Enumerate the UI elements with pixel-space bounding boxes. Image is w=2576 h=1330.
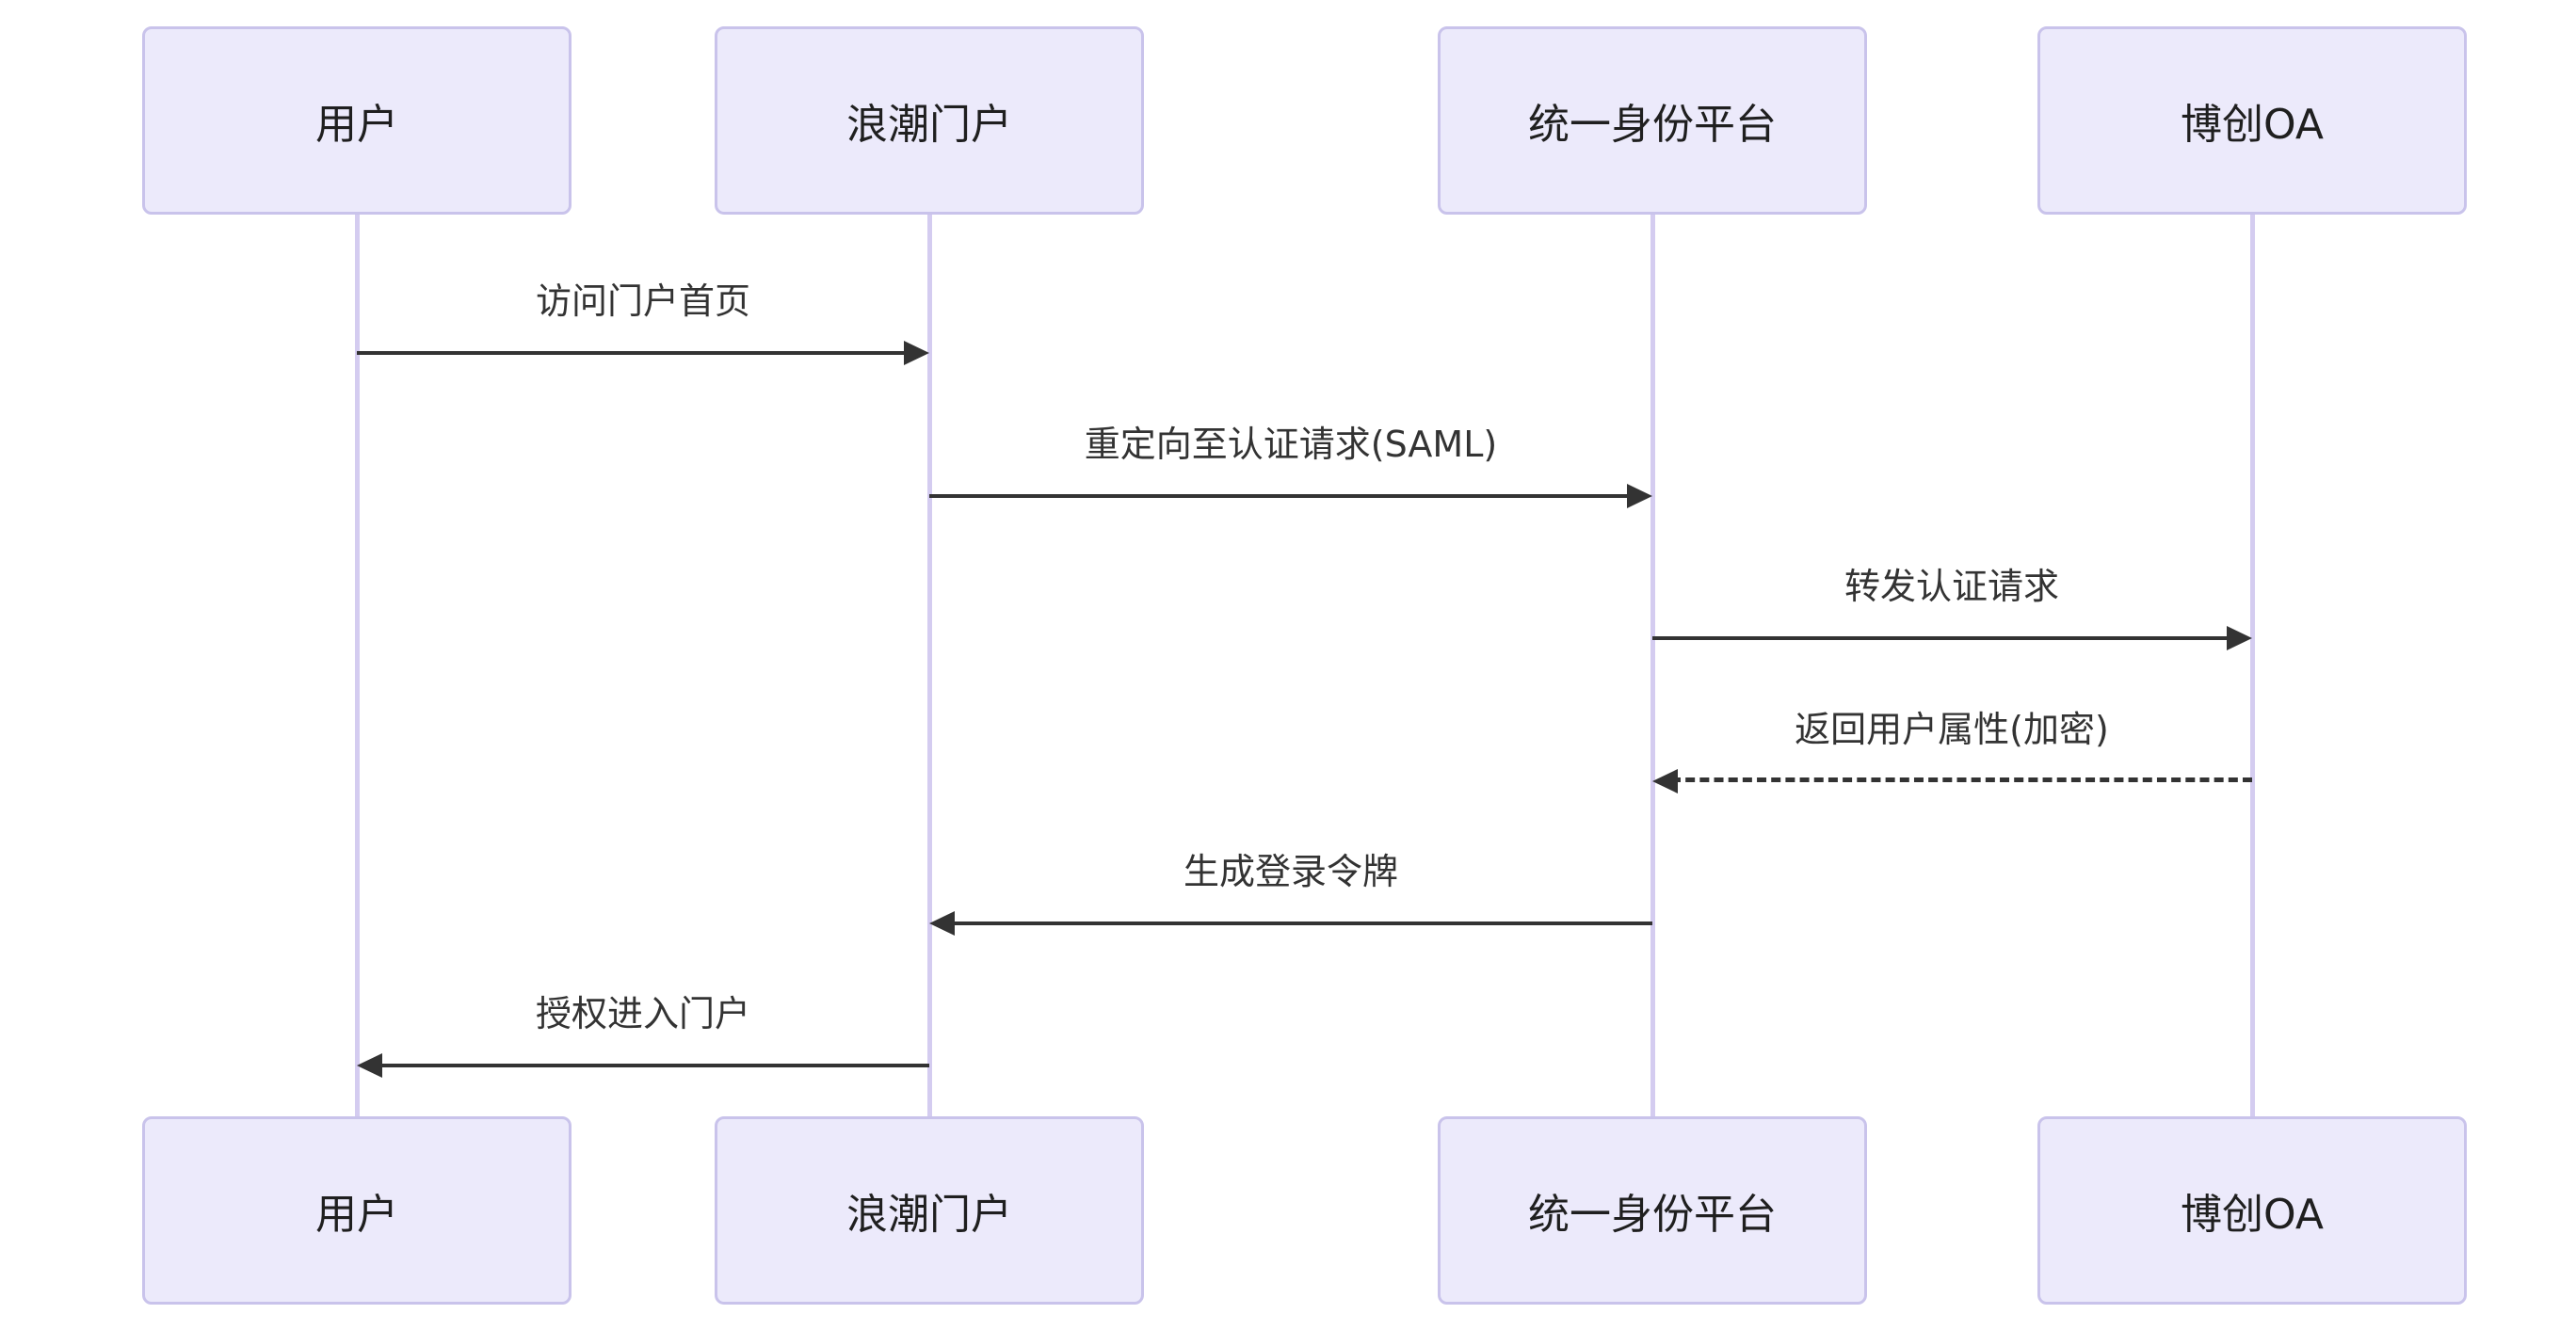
arrow-line (357, 351, 910, 355)
actor-label: 博创OA (2181, 1191, 2324, 1239)
message-label-visit-portal-home: 访问门户首页 (535, 280, 751, 322)
message-label-forward-auth-request: 转发认证请求 (1843, 566, 2060, 607)
arrowhead-right-icon (1627, 484, 1652, 508)
message-arrow-visit-portal-home (357, 340, 929, 366)
message-arrow-generate-login-token (929, 910, 1652, 937)
arrow-line-dashed (1671, 777, 2252, 782)
message-arrow-return-user-attributes (1652, 768, 2252, 794)
actor-box-inspur-portal-bottom: 浪潮门户 (715, 1116, 1144, 1305)
arrowhead-right-icon (2227, 626, 2252, 650)
message-label-authorize-enter-portal: 授权进入门户 (535, 993, 751, 1034)
message-arrow-redirect-saml (929, 483, 1652, 509)
actor-box-user-top: 用户 (142, 26, 572, 215)
actor-label: 统一身份平台 (1528, 1191, 1777, 1239)
arrowhead-left-icon (1652, 769, 1678, 793)
lifeline-identity-platform (1650, 215, 1655, 1116)
arrow-line (1652, 636, 2233, 640)
lifeline-user (355, 215, 360, 1116)
actor-box-user-bottom: 用户 (142, 1116, 572, 1305)
message-arrow-authorize-enter-portal (357, 1052, 929, 1079)
arrowhead-right-icon (904, 341, 929, 365)
arrowhead-left-icon (929, 911, 955, 936)
message-label-redirect-saml: 重定向至认证请求(SAML) (1084, 424, 1498, 465)
actor-label: 浪潮门户 (846, 101, 1012, 149)
actor-box-bochuang-oa-top: 博创OA (2037, 26, 2467, 215)
actor-label: 用户 (315, 1191, 398, 1239)
arrow-line (929, 494, 1634, 498)
actor-label: 用户 (315, 101, 398, 149)
actor-box-bochuang-oa-bottom: 博创OA (2037, 1116, 2467, 1305)
arrowhead-left-icon (357, 1053, 382, 1078)
lifeline-bochuang-oa (2250, 215, 2255, 1116)
actor-box-identity-platform-bottom: 统一身份平台 (1438, 1116, 1867, 1305)
message-arrow-forward-auth-request (1652, 625, 2252, 651)
arrow-line (948, 921, 1652, 925)
lifeline-inspur-portal (927, 215, 932, 1116)
message-label-return-user-attributes: 返回用户属性(加密) (1795, 709, 2109, 750)
arrow-line (376, 1064, 929, 1067)
actor-label: 统一身份平台 (1528, 101, 1777, 149)
message-label-generate-login-token: 生成登录令牌 (1183, 851, 1399, 892)
actor-label: 博创OA (2181, 101, 2324, 149)
actor-label: 浪潮门户 (846, 1191, 1012, 1239)
actor-box-identity-platform-top: 统一身份平台 (1438, 26, 1867, 215)
actor-box-inspur-portal-top: 浪潮门户 (715, 26, 1144, 215)
